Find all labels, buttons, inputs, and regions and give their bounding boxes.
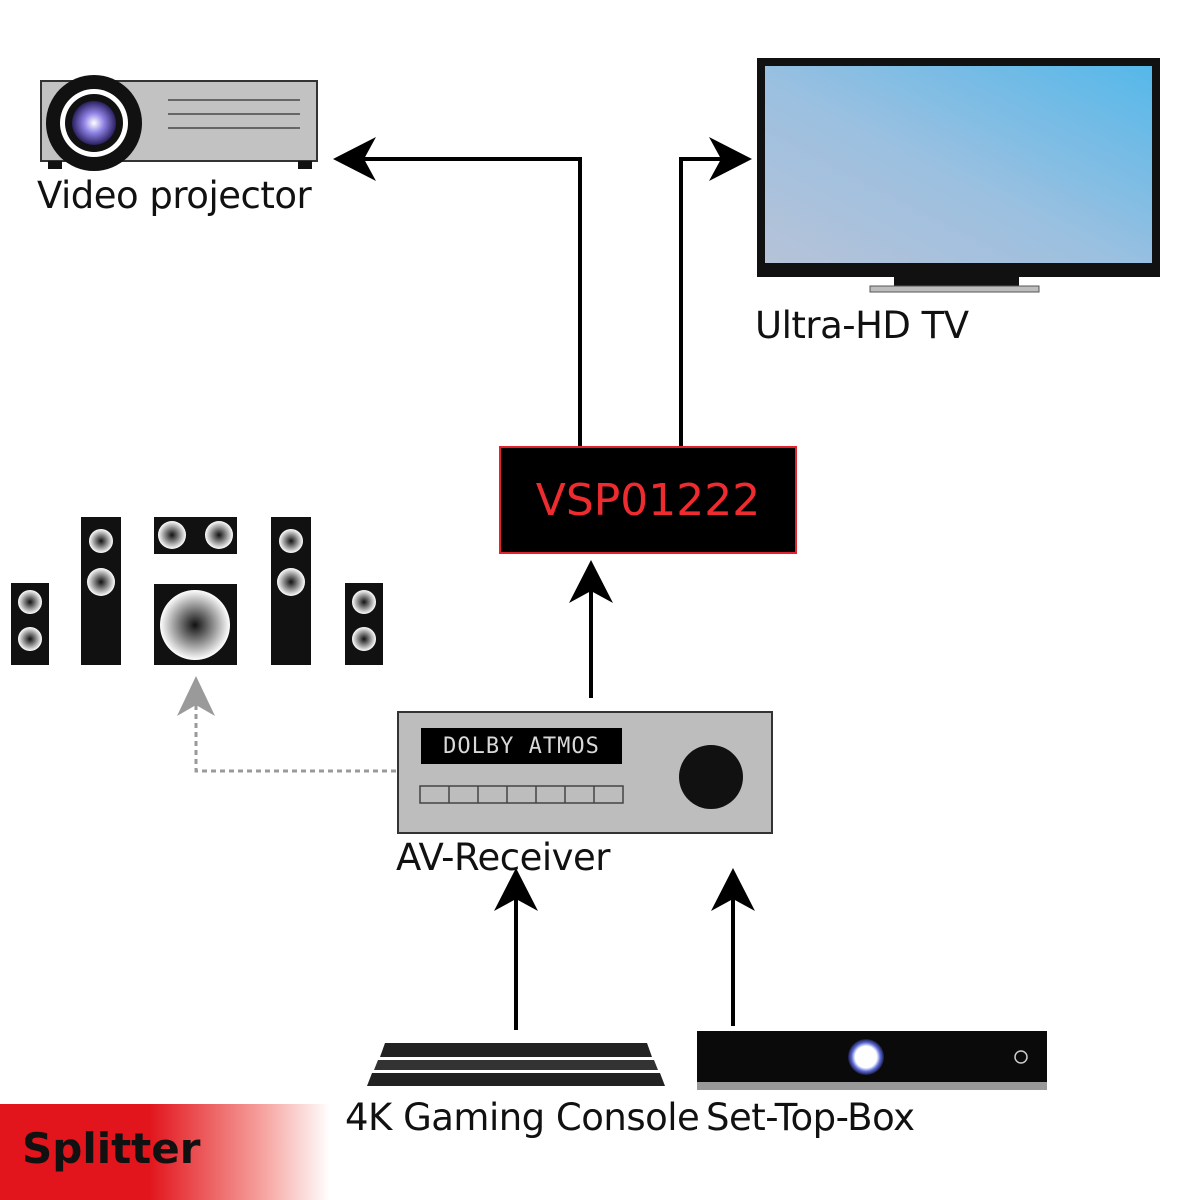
receiver-label: AV-Receiver [396,836,611,879]
arrowhead-up-dotted [177,676,215,716]
arrowhead-left [333,137,376,181]
splitter-device: VSP01222 [499,446,797,554]
gaming-console-icon [367,1043,665,1086]
receiver-display: DOLBY ATMOS [421,728,622,764]
arrowhead-right [709,137,752,181]
splitter-model-label: VSP01222 [535,474,761,526]
tv-label: Ultra-HD TV [755,304,969,347]
category-banner: Splitter [0,1104,330,1200]
arrows [352,157,735,1030]
projector-icon [40,75,318,171]
arrow-receiver-to-speakers [194,700,396,773]
arrowhead-up [569,560,613,603]
banner-title: Splitter [22,1124,201,1173]
projector-label: Video projector [37,174,312,217]
arrowhead-up [711,868,755,911]
arrow-splitter-to-tv [679,157,735,446]
speaker-set-icon [11,517,383,665]
set-top-box-label: Set-Top-Box [706,1096,915,1139]
console-label: 4K Gaming Console [345,1096,700,1139]
tv-icon [757,58,1160,293]
arrowhead-up [494,868,538,911]
set-top-box-icon [697,1031,1047,1090]
arrow-splitter-to-projector [352,157,582,446]
